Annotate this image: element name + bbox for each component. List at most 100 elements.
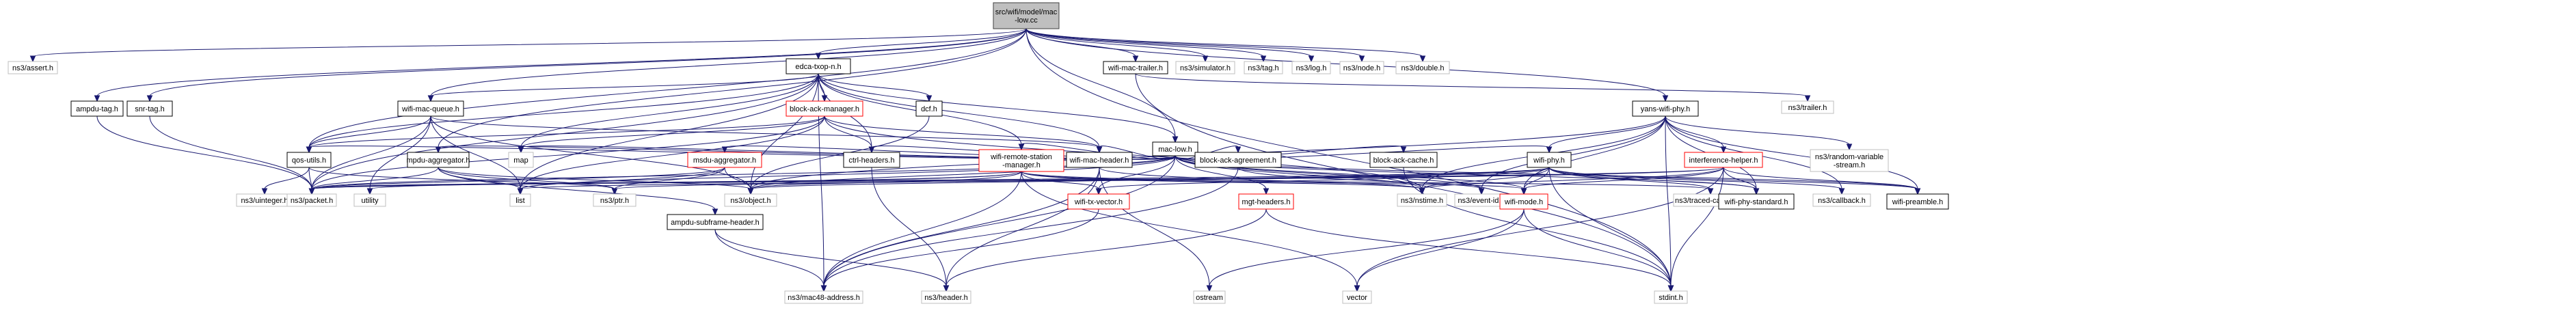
node-ns3-assert-h[interactable]: ns3/assert.h [8,61,58,74]
edge-arrowhead [427,95,434,102]
node-label: ns3/ptr.h [600,197,629,205]
node-wifi-phy-standard-h[interactable]: wifi-phy-standard.h [1718,193,1795,210]
edge-wifiphy-to-preamble [1548,167,1918,190]
node-wifi-mac-trailer-h[interactable]: wifi-mac-trailer.h [1103,61,1168,74]
node-block-ack-manager-h[interactable]: block-ack-manager.h [786,100,863,117]
node-box [921,290,971,304]
node-ns3-tag-h[interactable]: ns3/tag.h [1244,61,1283,74]
node-ns3-callback-h[interactable]: ns3/callback.h [1812,193,1871,207]
node-ampdu-subframe-header-h[interactable]: ampdu-subframe-header.h [667,214,764,230]
node-mpdu-aggregator-h[interactable]: mpdu-aggregator.h [407,152,470,168]
edge-wmtrailer-to-stdint [1135,73,1672,287]
node-mgt-headers-h[interactable]: mgt-headers.h [1238,193,1294,210]
node-ns3-trailer-h[interactable]: ns3/trailer.h [1781,100,1834,114]
node-label: ostream [1196,294,1223,302]
node-ns3-packet-h[interactable]: ns3/packet.h [286,193,337,207]
node-ns3-simulator-h[interactable]: ns3/simulator.h [1175,61,1235,74]
node-interference-helper-h[interactable]: interference-helper.h [1684,152,1763,168]
edge-arrowhead [1096,146,1103,154]
node-label: wifi-mac-header.h [1069,156,1129,165]
edge-wmh-to-ostream [1099,167,1210,287]
edge-bam-to-ctrl [824,115,872,148]
node-label: ns3/nstime.h [1401,197,1443,205]
edge-arrowhead [747,188,754,195]
node-yans-wifi-phy-h[interactable]: yans-wifi-phy.h [1632,100,1699,117]
node-box [1193,290,1226,304]
edge-wmq-to-list [430,115,521,190]
edge-wrsm-to-vector [1021,171,1358,287]
node-ns3-uinteger-h[interactable]: ns3/uinteger.h [236,193,293,207]
node-map[interactable]: map [508,152,534,168]
node-ns3-log-h[interactable]: ns3/log.h [1291,61,1331,74]
node-block-ack-cache-h[interactable]: block-ack-cache.h [1369,152,1438,168]
edge-root-to-mpduagg [438,28,1027,148]
node-wifi-phy-h[interactable]: wifi-phy.h [1527,152,1572,168]
node-ns3-nstime-h[interactable]: ns3/nstime.h [1397,193,1447,207]
edge-arrowhead [1308,55,1315,63]
node-list[interactable]: list [509,193,531,207]
node-box [978,149,1064,172]
node-label: wifi-mac-queue.h [401,105,459,113]
edge-ampdutag-to-packet [96,115,312,190]
edge-arrowhead [517,188,524,195]
edge-root-to-snrtag [149,28,1027,97]
node-block-ack-agreement-h[interactable]: block-ack-agreement.h [1194,152,1282,168]
edge-msdu-to-object [724,167,751,190]
node-wifi-mode-h[interactable]: wifi-mode.h [1499,193,1548,210]
edge-mgt-to-header [945,208,1267,287]
edge-bam-to-wmh [824,115,1100,148]
node-box [1395,61,1450,74]
node-stdint-h[interactable]: stdint.h [1654,290,1688,304]
edge-arrowhead [146,95,153,102]
edge-root-to-double [1025,28,1423,57]
node-label: ns3/event-id.h [1458,197,1505,205]
node-qos-utils-h[interactable]: qos-utils.h [286,152,332,168]
node-label: ns3/uinteger.h [241,197,288,205]
edge-arrowhead [821,95,828,102]
edge-arrowhead [611,188,618,195]
node-box [1527,152,1572,168]
node-dcf-h[interactable]: dcf.h [915,100,943,117]
node-ns3-mac48-address-h[interactable]: ns3/mac48-address.h [784,290,863,304]
node-snr-tag-h[interactable]: snr-tag.h [126,100,173,117]
edge-baa-to-mac48 [823,167,1239,287]
node-utility[interactable]: utility [353,193,386,207]
node-label: ampdu-tag.h [76,105,118,113]
node-ampdu-tag-h[interactable]: ampdu-tag.h [70,100,124,117]
node-wifi-preamble-h[interactable]: wifi-preamble.h [1886,193,1949,210]
node-ns3-object-h[interactable]: ns3/object.h [724,193,777,207]
node-wifi-remote-station-manager-h[interactable]: wifi-remote-station-manager.h [978,149,1064,172]
node-box [786,100,863,117]
edge-root-to-edca [818,28,1027,55]
node-ctrl-headers-h[interactable]: ctrl-headers.h [843,152,900,168]
node-msdu-aggregator-h[interactable]: msdu-aggregator.h [687,152,762,168]
edge-wmq-to-qos [308,115,431,148]
node-wifi-mac-header-h[interactable]: wifi-mac-header.h [1066,152,1133,168]
edge-wifiphy-to-traced [1548,167,1711,190]
node-wifi-mac-queue-h[interactable]: wifi-mac-queue.h [397,100,464,117]
node-src-wifi-model-mac-low-cc[interactable]: src/wifi/model/mac-low.cc [993,2,1060,29]
node-wifi-tx-vector-h[interactable]: wifi-tx-vector.h [1067,193,1130,210]
edge-arrowhead [1753,188,1760,195]
node-edca-txop-n-h[interactable]: edca-txop-n.h [786,58,851,74]
node-box [1244,61,1283,74]
edge-wifiphy-to-ptr [614,167,1550,190]
edge-arrowhead [1838,188,1845,195]
node-box [1103,61,1168,74]
edge-arrowhead [306,146,312,154]
node-ns3-ptr-h[interactable]: ns3/ptr.h [593,193,636,207]
node-label: ns3/mac48-address.h [788,294,860,302]
node-vector[interactable]: vector [1342,290,1372,304]
node-label: ns3/tag.h [1248,64,1278,72]
node-ns3-double-h[interactable]: ns3/double.h [1395,61,1450,74]
node-ostream[interactable]: ostream [1193,290,1226,304]
node-ns3-random-variable-stream-h[interactable]: ns3/random-variable-stream.h [1810,149,1889,172]
node-mac-low-h[interactable]: mac-low.h [1152,141,1198,156]
node-ns3-node-h[interactable]: ns3/node.h [1339,61,1384,74]
edge-arrowhead [1419,188,1425,195]
edge-wifiphy-to-wifimode [1523,167,1550,190]
edge-wrsm-to-nstime [1021,171,1423,190]
edge-bam-to-map [520,115,825,148]
node-ns3-header-h[interactable]: ns3/header.h [921,290,971,304]
